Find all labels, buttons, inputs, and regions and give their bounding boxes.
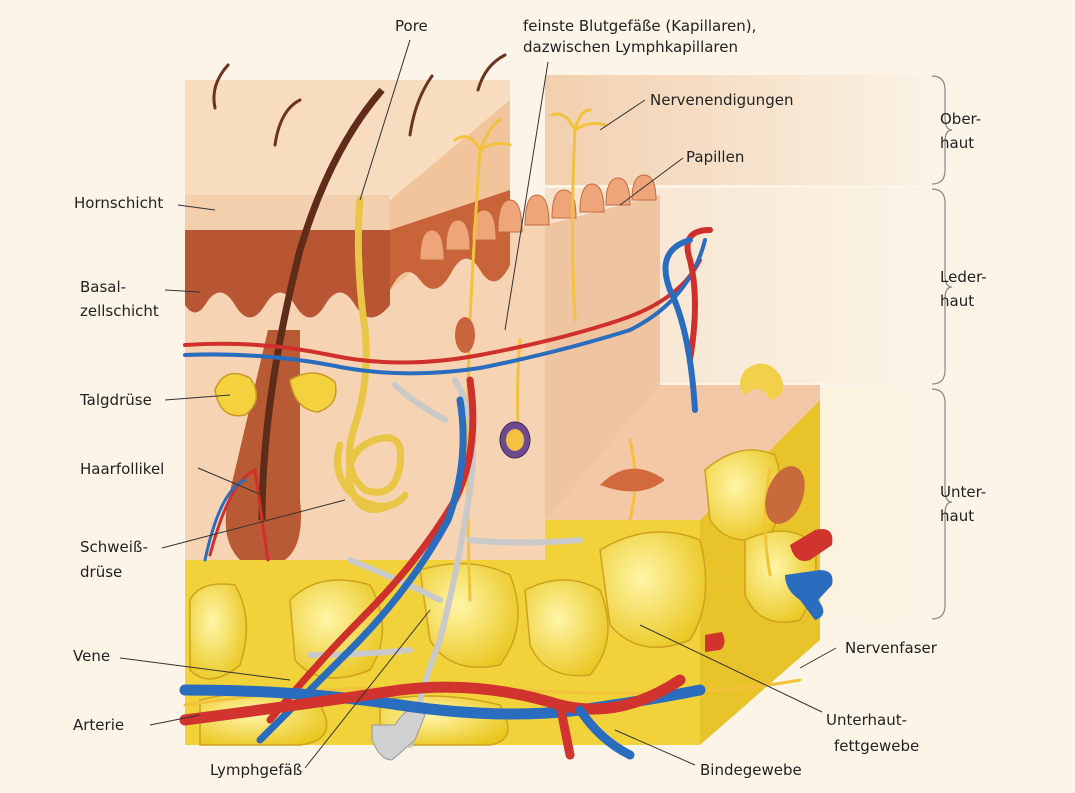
layer-epidermis-line1: Ober-	[940, 108, 981, 130]
label-pore: Pore	[395, 16, 428, 36]
label-papillae: Papillen	[686, 147, 744, 167]
label-sweat-line1: Schweiß-	[80, 537, 148, 557]
label-sweat-line2: drüse	[80, 562, 122, 582]
layer-subcutis-line1: Unter-	[940, 481, 986, 503]
label-fat-line2: fettgewebe	[834, 736, 919, 756]
label-connective-tissue: Bindegewebe	[700, 760, 802, 780]
label-capillaries-line1: feinste Blutgefäße (Kapillaren),	[523, 16, 756, 36]
label-stratum-corneum: Hornschicht	[74, 193, 163, 213]
label-vein: Vene	[73, 646, 110, 666]
label-lymph-vessel: Lymphgefäß	[210, 760, 302, 780]
layer-epidermis-line2: haut	[940, 132, 974, 154]
label-basal-line1: Basal-	[80, 277, 126, 297]
label-nerve-fiber: Nervenfaser	[845, 638, 937, 658]
layer-subcutis-line2: haut	[940, 505, 974, 527]
label-nerve-endings: Nervenendigungen	[650, 90, 793, 110]
label-fat-line1: Unterhaut-	[826, 710, 907, 730]
label-sebaceous-gland: Talgdrüse	[80, 390, 152, 410]
label-capillaries-line2: dazwischen Lymphkapillaren	[523, 37, 738, 57]
label-basal-line2: zellschicht	[80, 301, 159, 321]
layer-dermis-line1: Leder-	[940, 266, 987, 288]
layer-dermis-line2: haut	[940, 290, 974, 312]
label-hair-follicle: Haarfollikel	[80, 459, 164, 479]
label-artery: Arterie	[73, 715, 124, 735]
